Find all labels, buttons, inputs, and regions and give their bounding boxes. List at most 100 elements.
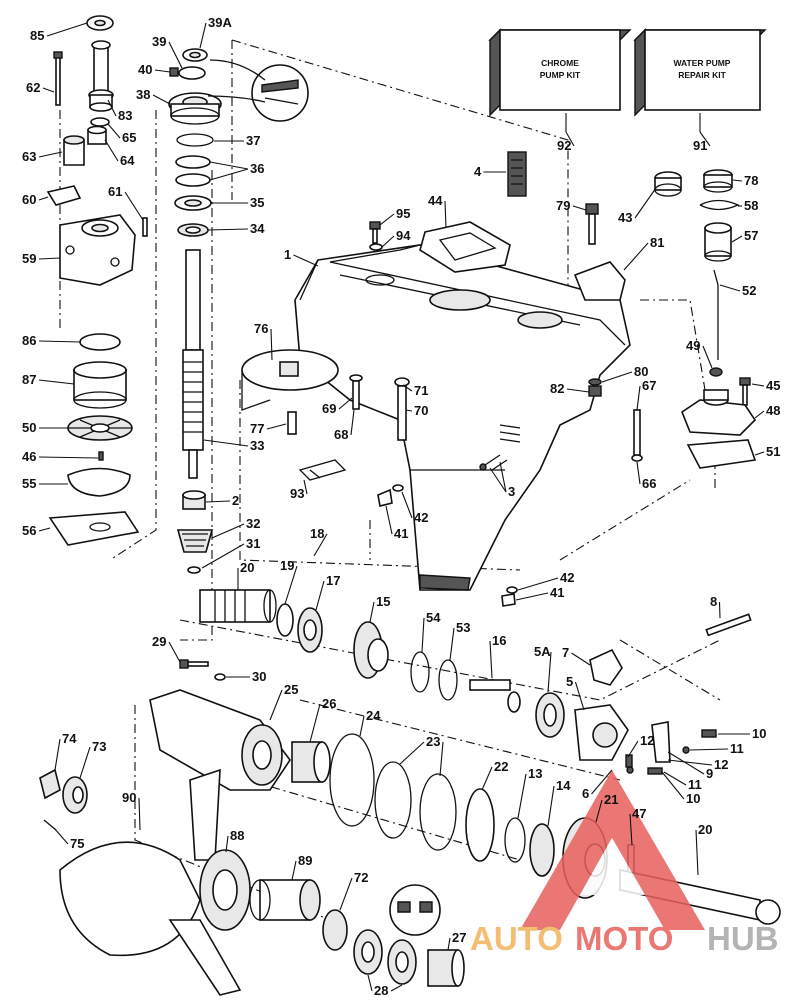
part-33-driveshaft: [182, 249, 204, 479]
leader-26: [309, 703, 321, 743]
part-23-ring-a: [374, 761, 412, 839]
leader-60: [38, 196, 49, 201]
callout-62: 62: [26, 80, 40, 95]
leader-95: [379, 213, 395, 226]
leader-49: [702, 345, 713, 369]
callout-94: 94: [396, 228, 411, 243]
part-22-plate: [465, 788, 495, 862]
part-29-screw: [179, 659, 209, 669]
leader-7: [571, 652, 591, 666]
callout-79: 79: [556, 198, 570, 213]
callout-71: 71: [414, 383, 428, 398]
part-37-oring: [176, 133, 214, 147]
callout-29: 29: [152, 634, 166, 649]
leader-38: [152, 94, 171, 105]
part-46-key: [98, 451, 104, 461]
callout-64: 64: [120, 153, 135, 168]
leader-32: [211, 523, 245, 539]
leader-89: [291, 860, 297, 881]
leader-42a: [401, 491, 413, 519]
part-83-shaft: [88, 40, 114, 112]
leader-83: [107, 99, 117, 117]
leader-1: [293, 254, 319, 267]
part-40-screw: [169, 67, 179, 77]
part-10-screw-b: [647, 767, 663, 775]
part-32-pinion: [176, 529, 214, 553]
leader-22: [481, 766, 493, 791]
callout-17: 17: [326, 573, 340, 588]
part-36-washer-a: [175, 155, 211, 169]
leader-43: [634, 187, 657, 219]
leader-74: [54, 738, 61, 771]
leader-11b: [663, 771, 687, 786]
callout-69: 69: [322, 401, 336, 416]
callout-38: 38: [136, 87, 150, 102]
leader-70: [405, 409, 413, 412]
part-52-shift-rod: [713, 269, 719, 360]
callout-82: 82: [550, 381, 564, 396]
inset-bearing-detail: [389, 884, 441, 936]
part-7-detent: [589, 648, 623, 686]
leader-78: [732, 179, 743, 182]
leader-80: [601, 371, 633, 383]
callout-24: 24: [366, 708, 381, 723]
callout-42a: 42: [414, 510, 428, 525]
callout-53: 53: [456, 620, 470, 635]
callout-51: 51: [766, 444, 780, 459]
callout-4: 4: [474, 164, 482, 179]
leader-16: [489, 640, 493, 679]
part-65-oring: [90, 117, 110, 127]
part-72-washer: [322, 909, 348, 951]
leader-36: [209, 161, 249, 170]
callout-6: 6: [582, 786, 589, 801]
part-34-bearing: [177, 223, 209, 237]
leader-5: [574, 681, 585, 711]
part-28-bearing-a: [353, 929, 383, 975]
callout-93: 93: [290, 486, 304, 501]
leader-82: [566, 388, 590, 393]
callout-70: 70: [414, 403, 428, 418]
callout-9: 9: [706, 766, 713, 781]
leader-63: [38, 151, 63, 158]
leader-77: [266, 423, 287, 430]
callout-21: 21: [604, 792, 618, 807]
callout-83: 83: [118, 108, 132, 123]
watermark-hub: HUB: [707, 920, 779, 957]
callout-1: 1: [284, 247, 291, 262]
leader-64: [104, 139, 119, 162]
callout-22: 22: [494, 759, 508, 774]
part-25-bearing-carrier: [149, 689, 291, 791]
callout-40: 40: [138, 62, 152, 77]
leader-42b: [517, 577, 559, 591]
callout-39A: 39A: [208, 15, 232, 30]
callout-63: 63: [22, 149, 36, 164]
part-39-seal: [178, 66, 206, 80]
part-74-nut: [39, 768, 61, 800]
leader-36: [209, 168, 249, 181]
leader-3: [489, 467, 507, 493]
part-60-bracket: [46, 185, 82, 206]
leader-67: [636, 385, 641, 411]
callout-65: 65: [122, 130, 136, 145]
leader-41a: [385, 505, 393, 535]
callout-15: 15: [376, 594, 390, 609]
part-51-gasket: [686, 439, 757, 469]
callout-59: 59: [22, 251, 36, 266]
part-90-propeller: [59, 768, 242, 996]
callout-73: 73: [92, 739, 106, 754]
chrome-kit-line2: PUMP KIT: [540, 70, 581, 80]
leader-2: [205, 500, 231, 503]
callout-90: 90: [122, 790, 136, 805]
leader-71: [402, 384, 413, 392]
part-45-screw: [739, 377, 751, 406]
part-93-detail: [309, 469, 321, 479]
callout-86: 86: [22, 333, 36, 348]
leader-94: [381, 235, 395, 248]
part-81-anode: [573, 261, 626, 301]
leader-86: [38, 340, 81, 343]
leader-23: [399, 741, 425, 765]
leader-34: [207, 228, 249, 231]
watermark-auto: AUTO: [470, 920, 563, 957]
leader-5A: [547, 651, 552, 693]
